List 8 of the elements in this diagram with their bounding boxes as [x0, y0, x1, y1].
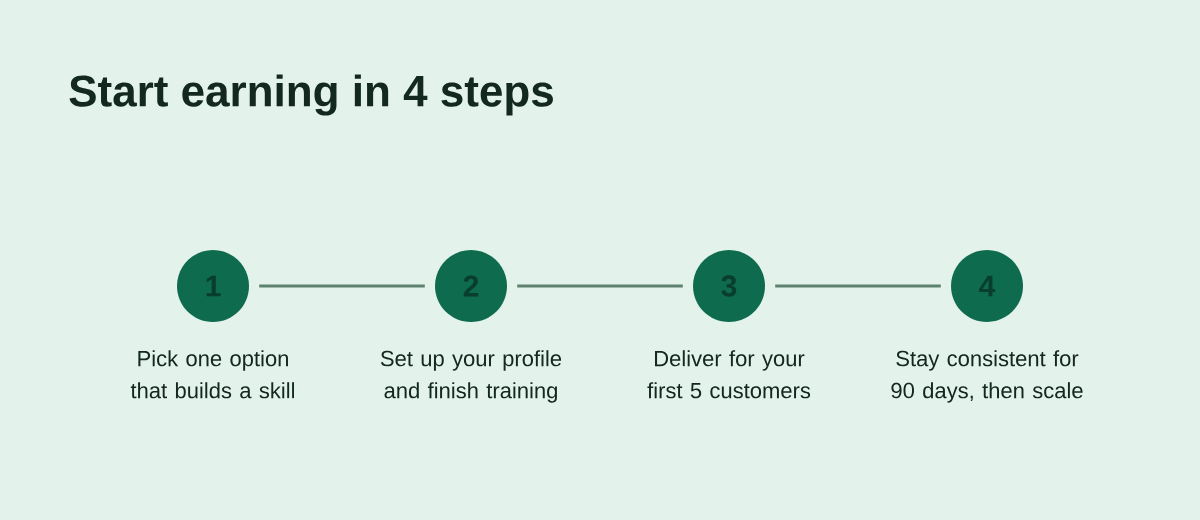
step-caption: Set up your profile and finish training	[380, 350, 562, 403]
step-caption: Pick one option that builds a skill	[130, 350, 294, 399]
connector-line	[517, 284, 683, 288]
connector-line	[259, 284, 425, 288]
step-caption: Stay consistent for 90 days, then scale	[891, 350, 1083, 403]
title: Start earning in 4 steps	[69, 74, 553, 116]
step-caption: Deliver for your first 5 customers	[647, 350, 811, 399]
connector-line	[775, 284, 941, 288]
